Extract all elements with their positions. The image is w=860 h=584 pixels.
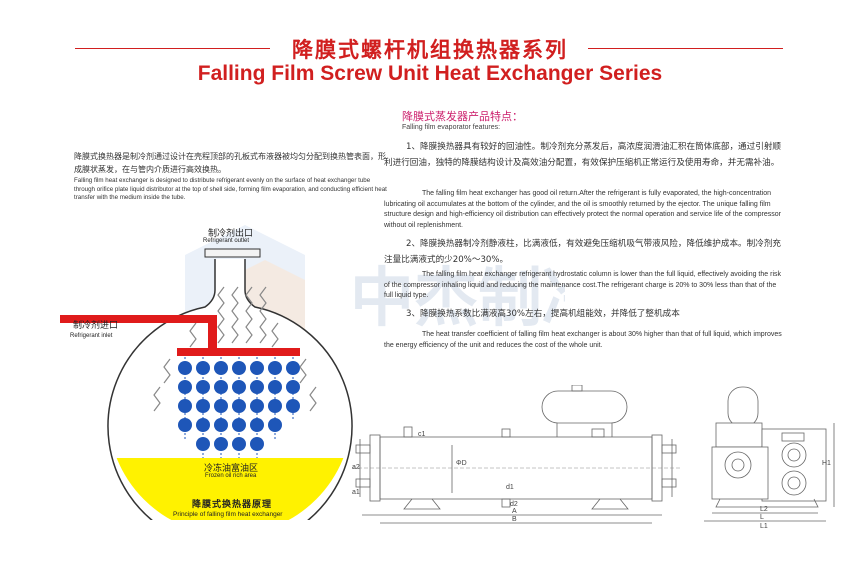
feature-2-en: The falling film heat exchanger refriger… [384, 271, 781, 300]
title-rule-right [588, 48, 783, 49]
film-lines [184, 357, 294, 458]
feature-2-zh: 2、降膜换热器制冷剂静液柱，比满液低，有效避免压缩机吸气带液风险，降低维护成本。… [384, 239, 782, 265]
svg-text:B: B [512, 516, 517, 523]
side-view-drawing: L2 L L1 H1 [704, 386, 835, 530]
tube-bundle [178, 361, 300, 451]
watermark-text: 中杰制冷 [350, 262, 565, 334]
svg-text:a1: a1 [352, 489, 360, 496]
oil-zone-label-en: Frozen oil rich area [205, 473, 257, 479]
diagram-caption-en: Principle of falling film heat exchanger [173, 511, 283, 518]
front-view-drawing: c1 ΦD a2 a1 d1 d2 A B [352, 385, 682, 524]
title-rule-left [75, 48, 270, 49]
page-title-en: Falling Film Screw Unit Heat Exchanger S… [197, 62, 663, 85]
feature-3-en: The heat transfer coefficient of falling… [384, 331, 782, 349]
features-subtitle: Falling film evaporator features: [402, 124, 501, 131]
svg-text:d2: d2 [510, 501, 518, 508]
front-view-labels: c1 ΦD a2 a1 d1 d2 A B [352, 431, 518, 523]
intro-en: Falling film heat exchanger is designed … [74, 177, 387, 202]
vapor-flow-arrows [153, 286, 317, 412]
outlet-label-en: Refrigerant outlet [203, 238, 250, 244]
feature-1-zh: 1、降膜换热器具有较好的回油性。制冷剂充分蒸发后，高浓度润滑油汇积在筒体底部，通… [384, 142, 782, 168]
refrigerant-inlet-pipe [60, 315, 300, 356]
inlet-label-zh: 制冷剂进口 [73, 321, 119, 331]
svg-text:A: A [512, 508, 517, 515]
features-title: 降膜式蒸发器产品特点： [402, 110, 523, 123]
outlet-label-zh: 制冷剂出口 [208, 229, 254, 239]
principle-diagram [60, 248, 353, 520]
svg-text:a2: a2 [352, 464, 360, 471]
intro-zh: 降膜式换热器是制冷剂通过设计在壳程顶部的孔板式布液器被均匀分配到换热管表面，形成… [74, 152, 386, 174]
svg-text:H1: H1 [822, 460, 831, 467]
outlet-flange [204, 248, 261, 258]
svg-text:L2: L2 [760, 506, 768, 513]
side-view-labels: L2 L L1 H1 [760, 460, 831, 530]
feature-1-en: The falling film heat exchanger has good… [384, 190, 782, 229]
oil-zone-label-zh: 冷冻油富油区 [204, 464, 259, 474]
svg-text:ΦD: ΦD [456, 460, 467, 467]
svg-text:L: L [760, 514, 764, 521]
svg-text:d1: d1 [506, 484, 514, 491]
svg-text:L1: L1 [760, 523, 768, 530]
vessel-shell [107, 259, 353, 520]
feature-3-zh: 3、降膜换热系数比满液高30%左右，提高机组能效，并降低了整机成本 [406, 309, 680, 319]
inlet-label-en: Refrigerant inlet [70, 333, 113, 339]
svg-text:c1: c1 [418, 431, 426, 438]
page-title-zh: 降膜式螺杆机组换热器系列 [292, 38, 568, 62]
diagram-caption-zh: 降膜式换热器原理 [192, 500, 273, 510]
